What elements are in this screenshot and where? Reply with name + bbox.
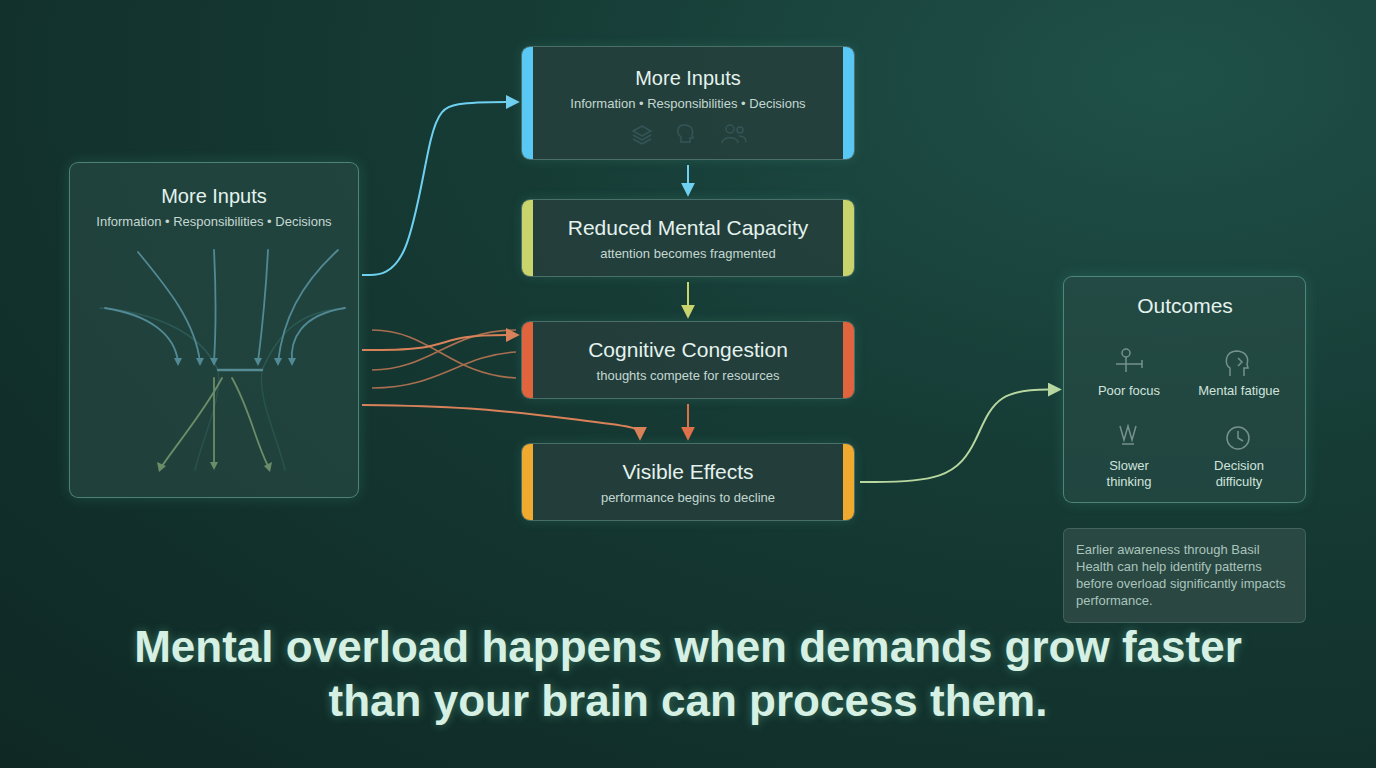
process-box: Cognitive Congestion thoughts compete for… — [521, 321, 855, 399]
box-subtitle: Earlier awareness through Basil Health c… — [1076, 541, 1293, 609]
process-box: Reduced Mental Capacity attention becomes… — [521, 199, 855, 277]
text-stack: Visible Effects performance begins to dec… — [522, 444, 854, 520]
box-heading: Cognitive Congestion — [544, 337, 832, 363]
text-stack: More InputsInformation • Responsibilitie… — [522, 47, 854, 159]
box-subtitle: thoughts compete for resources — [544, 367, 832, 384]
flow-arrow — [362, 335, 517, 350]
text-stack: Cognitive Congestion thoughts compete for… — [522, 322, 854, 398]
accent-bar — [522, 444, 533, 520]
outcome-label: Mental fatigue — [1197, 383, 1281, 399]
flow-arrow — [687, 282, 689, 316]
flow-arrow — [687, 404, 689, 438]
outcome-label: Slower thinking — [1087, 458, 1171, 490]
accent-bar — [843, 47, 854, 159]
outcomes-panel: OutcomesPoor focus Mental fatigueSlower t… — [1063, 276, 1306, 503]
panel-heading: Outcomes — [1085, 293, 1285, 319]
flow-arrow — [362, 405, 640, 438]
process-box: More InputsInformation • Responsibilitie… — [521, 46, 855, 160]
flow-arrow — [860, 390, 1059, 483]
accent-bar — [522, 322, 533, 398]
accent-bar — [843, 444, 854, 520]
process-box: Visible Effects performance begins to dec… — [521, 443, 855, 521]
outcome-label: Poor focus — [1087, 383, 1171, 399]
crossing-strands — [372, 330, 516, 388]
note-box: Earlier awareness through Basil Health c… — [1063, 528, 1306, 623]
accent-bar — [843, 200, 854, 276]
outcome-label: Decision difficulty — [1197, 458, 1281, 490]
box-heading: Visible Effects — [544, 459, 832, 485]
caption: Mental overload happens when demands gro… — [88, 620, 1288, 728]
input-panel: More InputsInformation • Responsibilitie… — [69, 162, 359, 498]
box-subtitle: performance begins to decline — [544, 489, 832, 506]
text-stack: More InputsInformation • Responsibilitie… — [70, 163, 358, 497]
text-stack: Reduced Mental Capacity attention becomes… — [522, 200, 854, 276]
box-heading: Reduced Mental Capacity — [544, 215, 832, 241]
accent-bar — [522, 200, 533, 276]
box-subtitle: attention becomes fragmented — [544, 245, 832, 262]
box-heading: More Inputs — [544, 65, 832, 91]
flow-arrow — [362, 102, 517, 275]
accent-bar — [843, 322, 854, 398]
flow-arrow — [687, 165, 689, 194]
box-subtitle: Information • Responsibilities • Decisio… — [82, 213, 346, 230]
text-stack: Earlier awareness through Basil Health c… — [1064, 529, 1305, 622]
box-heading: More Inputs — [82, 183, 346, 209]
box-subtitle: Information • Responsibilities • Decisio… — [544, 95, 832, 112]
accent-bar — [522, 47, 533, 159]
